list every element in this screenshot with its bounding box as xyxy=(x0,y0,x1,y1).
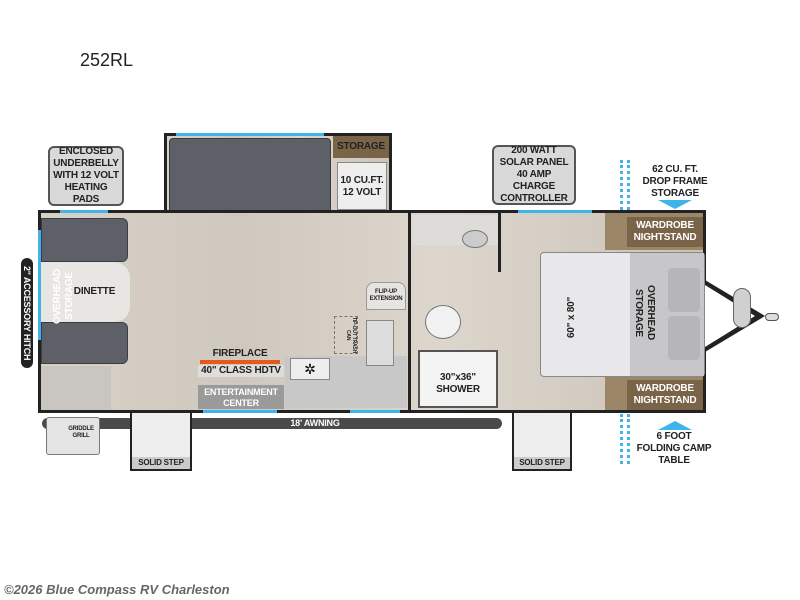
solid-step-label: SOLID STEP xyxy=(514,457,570,469)
flip-up-extension: FLIP-UP EXTENSION xyxy=(366,282,406,310)
overhead-storage-label: OVERHEAD STORAGE xyxy=(52,268,75,324)
hose-icon xyxy=(620,160,630,210)
solar-callout: 200 WATT SOLAR PANEL 40 AMP CHARGE CONTR… xyxy=(492,145,576,205)
stove-icon: ✲ xyxy=(290,358,330,380)
entertainment-center: ENTERTAINMENT CENTER xyxy=(198,385,284,409)
arrow-up-icon xyxy=(658,421,692,430)
solid-step-label: SOLID STEP xyxy=(132,457,190,469)
sink xyxy=(366,320,394,366)
window xyxy=(60,210,108,213)
model-title: 252RL xyxy=(80,50,134,70)
griddle-grill: GRIDDLE GRILL xyxy=(46,417,100,455)
dinette-seat xyxy=(41,322,128,364)
watermark: ©2026 Blue Compass RV Charleston xyxy=(4,582,230,597)
coupler xyxy=(765,313,779,321)
awning-label: 18' AWNING xyxy=(290,418,340,428)
bed-size: 60" x 80" xyxy=(566,296,577,338)
trash-can: TIP-OUT TRASH CAN xyxy=(334,316,358,354)
dinette-seat xyxy=(41,218,128,262)
camp-table-callout: 6 FOOT FOLDING CAMP TABLE xyxy=(636,431,712,466)
sink-icon xyxy=(462,230,488,248)
fireplace: FIREPLACE xyxy=(200,348,280,364)
hdtv: 40" CLASS HDTV xyxy=(198,365,284,377)
accessory-hitch: 2" ACCESSORY HITCH xyxy=(21,258,33,368)
storage-cabinet: STORAGE xyxy=(333,136,389,158)
window xyxy=(38,230,41,340)
underbelly-callout: ENCLOSED UNDERBELLY WITH 12 VOLT HEATING… xyxy=(48,146,124,206)
dinette-table: DINETTE xyxy=(41,262,130,322)
window xyxy=(203,410,277,413)
arrow-down-icon xyxy=(658,200,692,209)
sofa xyxy=(169,138,331,214)
window xyxy=(518,210,592,213)
awning xyxy=(42,418,502,429)
wall xyxy=(408,212,411,412)
pillow xyxy=(668,316,700,360)
pillow xyxy=(668,268,700,312)
drop-frame-callout: 62 CU. FT. DROP FRAME STORAGE xyxy=(642,164,708,199)
wardrobe-nightstand-bottom: WARDROBE NIGHTSTAND xyxy=(627,380,703,410)
refrigerator: 10 CU.FT. 12 VOLT xyxy=(337,162,387,210)
rear-storage xyxy=(41,366,111,410)
wardrobe-nightstand-top: WARDROBE NIGHTSTAND xyxy=(627,217,703,247)
overhead-storage-bed-label: OVERHEAD STORAGE xyxy=(633,285,656,341)
toilet-icon xyxy=(425,305,461,339)
window xyxy=(176,133,324,136)
shower: 30"x36" SHOWER xyxy=(418,350,498,408)
window xyxy=(350,410,400,413)
hose-icon xyxy=(620,414,630,464)
wall xyxy=(498,212,501,272)
propane-tank xyxy=(733,288,751,328)
